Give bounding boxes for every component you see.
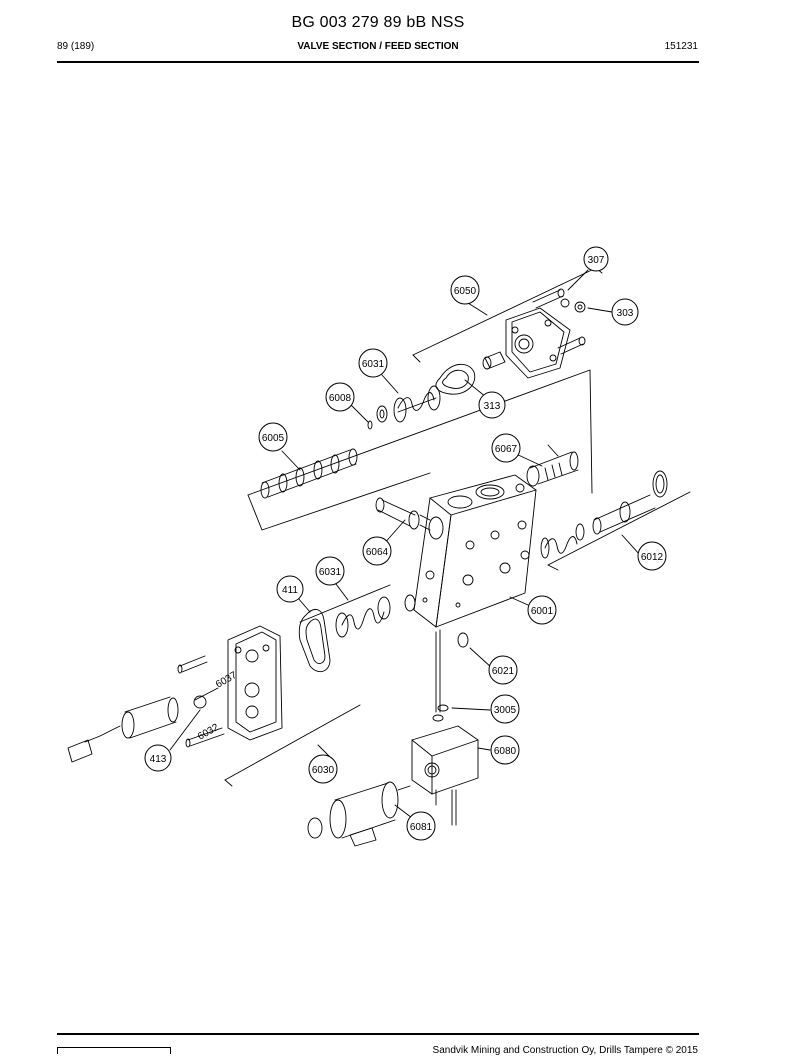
callout-6031-lower: 6031 [315, 556, 345, 586]
gasket-411 [298, 609, 331, 673]
group-bracket-6030 [224, 584, 391, 787]
plug-6064 [375, 497, 444, 540]
svg-text:307: 307 [588, 255, 605, 266]
spring-6031-lower [335, 594, 416, 638]
callout-303: 303 [611, 298, 639, 326]
svg-text:6001: 6001 [531, 606, 554, 617]
seal-6008 [367, 420, 373, 430]
section-title: VALVE SECTION / FEED SECTION [297, 41, 459, 52]
solenoid-left [67, 695, 207, 763]
group-bracket-6005 [247, 369, 593, 531]
block-6080 [411, 725, 479, 826]
callout-313: 313 [478, 391, 506, 419]
svg-text:303: 303 [617, 308, 634, 319]
svg-text:6064: 6064 [366, 547, 389, 558]
svg-text:313: 313 [484, 401, 501, 412]
spring-6031-upper [376, 385, 441, 423]
footer-rule [57, 1033, 699, 1035]
bolt-6032 [185, 727, 225, 748]
callout-6081: 6081 [406, 811, 436, 841]
callout-411: 411 [276, 575, 304, 603]
callout-6021: 6021 [488, 655, 518, 685]
svg-text:6031: 6031 [319, 567, 342, 578]
callout-6031-upper: 6031 [358, 348, 388, 378]
svg-text:6031: 6031 [362, 359, 385, 370]
svg-text:3005: 3005 [494, 705, 517, 716]
svg-text:6021: 6021 [492, 666, 515, 677]
svg-text:413: 413 [150, 754, 167, 765]
bolt-6037 [177, 655, 208, 674]
svg-text:6030: 6030 [312, 765, 335, 776]
sandvik-logo [57, 1047, 171, 1054]
label-6037: 6037 [214, 670, 239, 691]
pilot-housing [227, 625, 283, 741]
callout-6064: 6064 [362, 536, 392, 566]
cartridge-6012 [540, 470, 668, 559]
callout-413: 413 [144, 744, 172, 772]
svg-text:6067: 6067 [495, 444, 518, 455]
svg-text:6081: 6081 [410, 822, 433, 833]
svg-text:6005: 6005 [262, 433, 285, 444]
page-reference: 89 (189) [57, 41, 95, 52]
svg-text:6050: 6050 [454, 286, 477, 297]
valve-body-6001 [413, 474, 537, 628]
callout-6012: 6012 [637, 541, 667, 571]
callout-6030: 6030 [308, 754, 338, 784]
group-bracket-6012 [547, 491, 691, 571]
solenoid-6081 [307, 781, 411, 847]
callout-6080: 6080 [490, 735, 520, 765]
svg-text:6080: 6080 [494, 746, 517, 757]
callout-6001: 6001 [527, 595, 557, 625]
copyright-text: Sandvik Mining and Construction Oy, Dril… [432, 1045, 698, 1056]
svg-text:6012: 6012 [641, 552, 664, 563]
document-title: BG 003 279 89 bB NSS [291, 14, 465, 31]
spool-6005 [260, 448, 358, 499]
callout-3005: 3005 [490, 694, 520, 724]
flange-cover-part [482, 288, 586, 379]
svg-text:411: 411 [282, 585, 298, 596]
gasket-313 [435, 363, 476, 395]
leader-lines [169, 269, 641, 819]
callout-6005: 6005 [258, 422, 288, 452]
cartridge-6067 [526, 444, 579, 487]
rod-3005 [432, 629, 469, 722]
svg-text:6008: 6008 [329, 393, 352, 404]
callout-6008: 6008 [325, 382, 355, 412]
document-code: 151231 [664, 41, 698, 52]
callout-6067: 6067 [491, 433, 521, 463]
callout-6050: 6050 [450, 275, 480, 305]
callout-307: 307 [583, 246, 609, 272]
header-rule [57, 61, 699, 63]
